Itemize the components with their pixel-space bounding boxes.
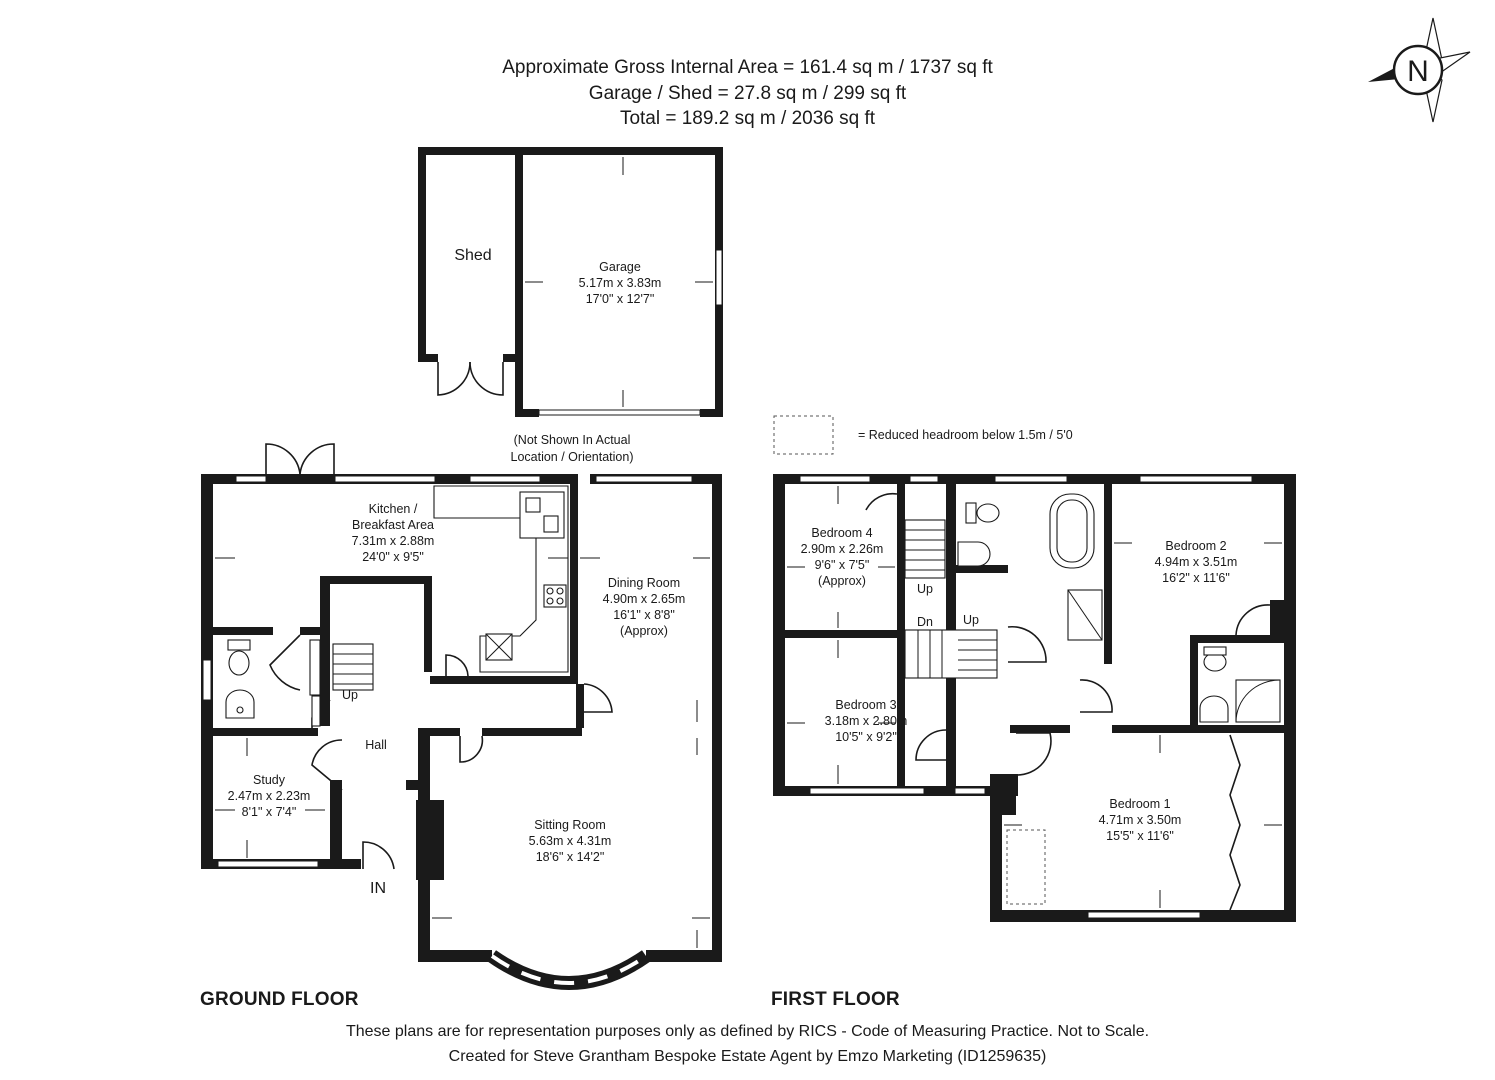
ground-floor-plan bbox=[201, 443, 722, 990]
garage-imperial: 17'0" x 12'7" bbox=[586, 292, 655, 306]
kitchen-label-line2: Breakfast Area bbox=[352, 518, 434, 532]
sitting-room-metric: 5.63m x 4.31m bbox=[529, 834, 612, 848]
entrance-label: IN bbox=[370, 880, 386, 897]
bedroom2-label: Bedroom 2 bbox=[1165, 539, 1226, 553]
ground-stairs-up-label: Up bbox=[342, 688, 358, 702]
sitting-room-imperial: 18'6" x 14'2" bbox=[536, 850, 605, 864]
bedroom1-imperial: 15'5" x 11'6" bbox=[1106, 829, 1174, 843]
bedroom1-label: Bedroom 1 bbox=[1109, 797, 1170, 811]
compass-letter: N bbox=[1407, 55, 1429, 88]
kitchen-imperial: 24'0" x 9'5" bbox=[362, 550, 424, 564]
legend-text: = Reduced headroom below 1.5m / 5'0 bbox=[858, 428, 1073, 442]
sitting-room-label: Sitting Room bbox=[534, 818, 606, 832]
kitchen-metric: 7.31m x 2.88m bbox=[352, 534, 435, 548]
credit-text: Created for Steve Grantham Bespoke Estat… bbox=[448, 1048, 1047, 1065]
area-summary-line1: Approximate Gross Internal Area = 161.4 … bbox=[502, 57, 993, 78]
bedroom3-metric: 3.18m x 2.80m bbox=[825, 714, 908, 728]
garage-label: Garage bbox=[599, 260, 641, 274]
hall-label: Hall bbox=[365, 738, 387, 752]
first-floor-title: FIRST FLOOR bbox=[771, 989, 900, 1010]
disclaimer-text: These plans are for representation purpo… bbox=[345, 1023, 1150, 1040]
reduced-headroom-swatch bbox=[773, 415, 834, 455]
dining-room-imperial: 16'1" x 8'8" bbox=[613, 608, 675, 622]
area-summary-line3: Total = 189.2 sq m / 2036 sq ft bbox=[619, 108, 876, 129]
bedroom3-label: Bedroom 3 bbox=[835, 698, 896, 712]
compass-north-icon: N bbox=[1368, 17, 1471, 123]
bedroom3-imperial: 10'5" x 9'2" bbox=[835, 730, 897, 744]
bedroom4-metric: 2.90m x 2.26m bbox=[801, 542, 884, 556]
dining-room-note: (Approx) bbox=[620, 624, 668, 638]
kitchen-label-line1: Kitchen / bbox=[369, 502, 418, 516]
ground-floor-title: GROUND FLOOR bbox=[200, 989, 359, 1010]
bedroom2-metric: 4.94m x 3.51m bbox=[1155, 555, 1238, 569]
garage-metric: 5.17m x 3.83m bbox=[579, 276, 662, 290]
study-imperial: 8'1" x 7'4" bbox=[242, 805, 297, 819]
bedroom4-imperial: 9'6" x 7'5" bbox=[815, 558, 870, 572]
first-floor-plan bbox=[773, 474, 1296, 922]
area-summary-line2: Garage / Shed = 27.8 sq m / 299 sq ft bbox=[588, 83, 907, 104]
outbuilding-note-line2: Location / Orientation) bbox=[511, 450, 634, 464]
study-metric: 2.47m x 2.23m bbox=[228, 789, 311, 803]
bedroom2-imperial: 16'2" x 11'6" bbox=[1162, 571, 1230, 585]
first-stairs-up2-label: Up bbox=[963, 613, 979, 627]
outbuilding-note-line1: (Not Shown In Actual bbox=[514, 433, 631, 447]
outbuilding-plan bbox=[418, 147, 723, 417]
first-stairs-down-label: Dn bbox=[917, 615, 933, 629]
bedroom4-label: Bedroom 4 bbox=[811, 526, 872, 540]
bedroom1-metric: 4.71m x 3.50m bbox=[1099, 813, 1182, 827]
first-stairs-up-label: Up bbox=[917, 582, 933, 596]
bedroom4-note: (Approx) bbox=[818, 574, 866, 588]
study-label: Study bbox=[253, 773, 286, 787]
shed-label: Shed bbox=[454, 247, 491, 264]
dining-room-label: Dining Room bbox=[608, 576, 680, 590]
dining-room-metric: 4.90m x 2.65m bbox=[603, 592, 686, 606]
